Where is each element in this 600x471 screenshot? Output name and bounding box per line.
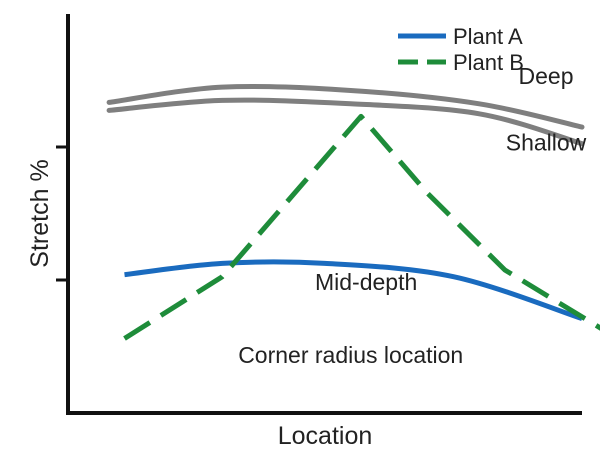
series-layer — [106, 83, 600, 341]
legend-label-plant-a: Plant A — [453, 24, 523, 49]
annotation-mid-depth: Mid-depth — [315, 269, 417, 295]
x-axis-title: Location — [278, 422, 373, 450]
y-ticks — [56, 145, 68, 282]
y-axis-title: Stretch % — [26, 159, 54, 267]
curve-deep — [106, 83, 585, 130]
series-line-plant-a — [124, 259, 583, 321]
series-line-plant-b — [123, 113, 600, 341]
axes-layer — [56, 14, 582, 415]
annotation-deep: Deep — [519, 63, 574, 89]
annotation-corner-radius-location: Corner radius location — [238, 342, 463, 368]
curve-shallow — [106, 97, 585, 147]
annotation-shallow: Shallow — [506, 129, 587, 155]
legend-label-plant-b: Plant B — [453, 50, 524, 75]
